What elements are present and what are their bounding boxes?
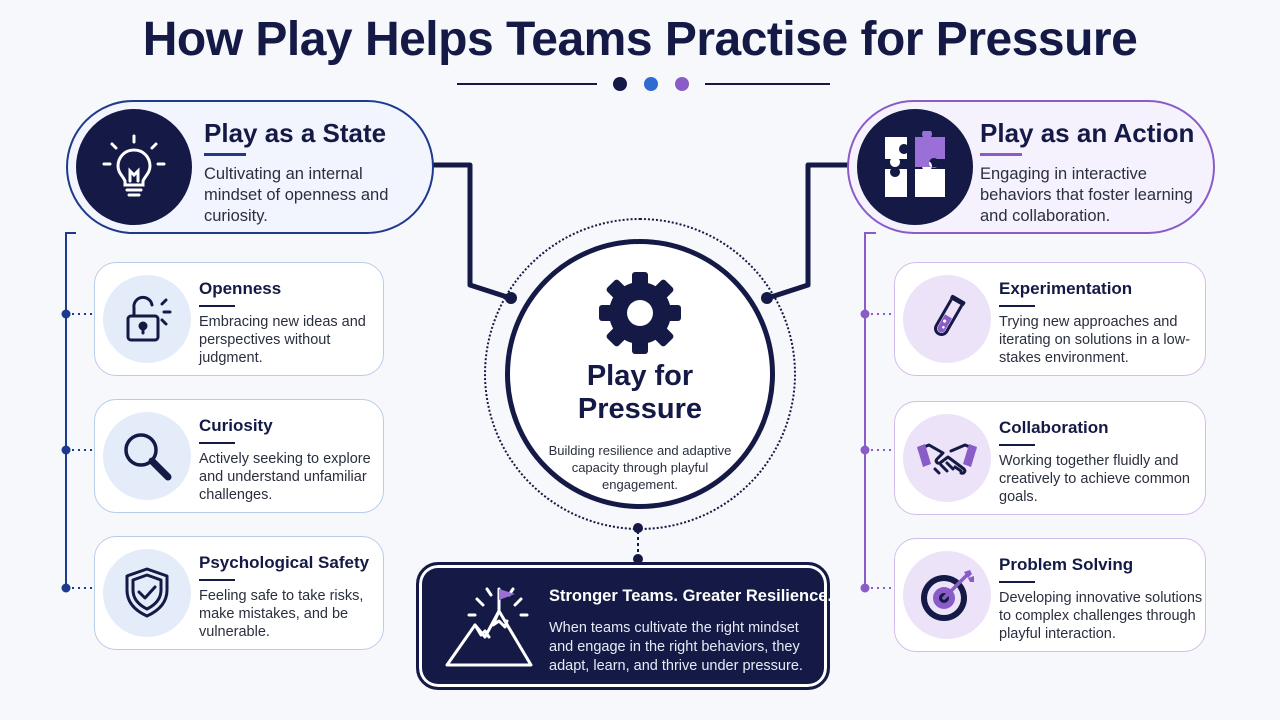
collaboration-description: Working together fluidly and creatively … (999, 453, 1190, 505)
curiosity-underline (199, 442, 235, 444)
state-title-underline (204, 153, 246, 156)
title-dot-purple (675, 77, 689, 91)
bus-right (864, 232, 876, 588)
bus-left (65, 232, 76, 588)
curiosity-description: Actively seeking to explore and understa… (199, 451, 371, 503)
center-title-line2: Pressure (577, 393, 703, 425)
item-openness: Openness Embracing new ideas and perspec… (94, 262, 384, 376)
problem-solving-description: Developing innovative solutions to compl… (999, 590, 1203, 642)
openness-title: Openness (199, 279, 282, 298)
outcome-description: When teams cultivate the right mindset a… (549, 620, 803, 674)
title-dot-navy (613, 77, 627, 91)
experimentation-underline (999, 305, 1035, 307)
page-title: How Play Helps Teams Practise for Pressu… (142, 13, 1138, 66)
center-description: Building resilience and adaptive capacit… (548, 443, 732, 492)
puzzle-pieces-icon (857, 109, 973, 225)
center-hub: Play for Pressure Building resilience an… (505, 239, 775, 509)
center-title-line1: Play for (586, 360, 694, 392)
bus-left-branches (66, 313, 96, 589)
center-title: Play for Pressure (510, 360, 770, 426)
title-divider-right (705, 83, 830, 85)
unlocked-padlock-icon (103, 275, 191, 363)
mountain-flag-icon (441, 579, 537, 680)
openness-underline (199, 305, 235, 307)
bus-right-branches (865, 313, 894, 589)
title-dot-blue (644, 77, 658, 91)
psychological-safety-title: Psychological Safety (199, 553, 370, 572)
connector-node-center-bottom (633, 554, 643, 564)
action-description: Engaging in interactive behaviors that f… (980, 165, 1193, 225)
title-divider-left (457, 83, 597, 85)
curiosity-title: Curiosity (199, 416, 273, 435)
state-header-card: Play as a State Cultivating an internal … (66, 100, 434, 234)
openness-description: Embracing new ideas and perspectives wit… (199, 314, 366, 366)
problem-solving-title: Problem Solving (999, 555, 1134, 574)
item-experimentation: Experimentation Trying new approaches an… (894, 262, 1206, 376)
bus-right-nodes (860, 309, 870, 593)
shield-check-icon (103, 549, 191, 637)
experimentation-description: Trying new approaches and iterating on s… (999, 314, 1191, 366)
outcome-banner: Stronger Teams. Greater Resilience. When… (416, 562, 833, 690)
item-psychological-safety: Psychological Safety Feeling safe to tak… (94, 536, 384, 650)
psychological-safety-description: Feeling safe to take risks, make mistake… (199, 588, 364, 640)
item-collaboration: Collaboration Working together fluidly a… (894, 401, 1206, 515)
collaboration-title: Collaboration (999, 418, 1109, 437)
experimentation-title: Experimentation (999, 279, 1133, 298)
bus-left-nodes (61, 309, 71, 593)
outcome-title: Stronger Teams. Greater Resilience. (549, 587, 833, 605)
state-description: Cultivating an internal mindset of openn… (204, 165, 389, 225)
action-header-card: Play as an Action Engaging in interactiv… (847, 100, 1215, 234)
action-title: Play as an Action (980, 118, 1195, 148)
psychological-safety-underline (199, 579, 235, 581)
collaboration-underline (999, 444, 1035, 446)
gear-icon (597, 270, 683, 361)
target-arrow-icon (903, 551, 991, 639)
item-problem-solving: Problem Solving Developing innovative so… (894, 538, 1206, 652)
handshake-icon (903, 414, 991, 502)
item-curiosity: Curiosity Actively seeking to explore an… (94, 399, 384, 513)
problem-solving-underline (999, 581, 1035, 583)
center-dotted-ring (484, 218, 796, 530)
connector-left-header (433, 162, 511, 301)
test-tube-icon (903, 275, 991, 363)
magnifying-glass-icon (103, 412, 191, 500)
connector-right-header (767, 162, 848, 301)
state-title: Play as a State (204, 118, 387, 148)
lightbulb-icon (76, 109, 192, 225)
action-title-underline (980, 153, 1022, 156)
